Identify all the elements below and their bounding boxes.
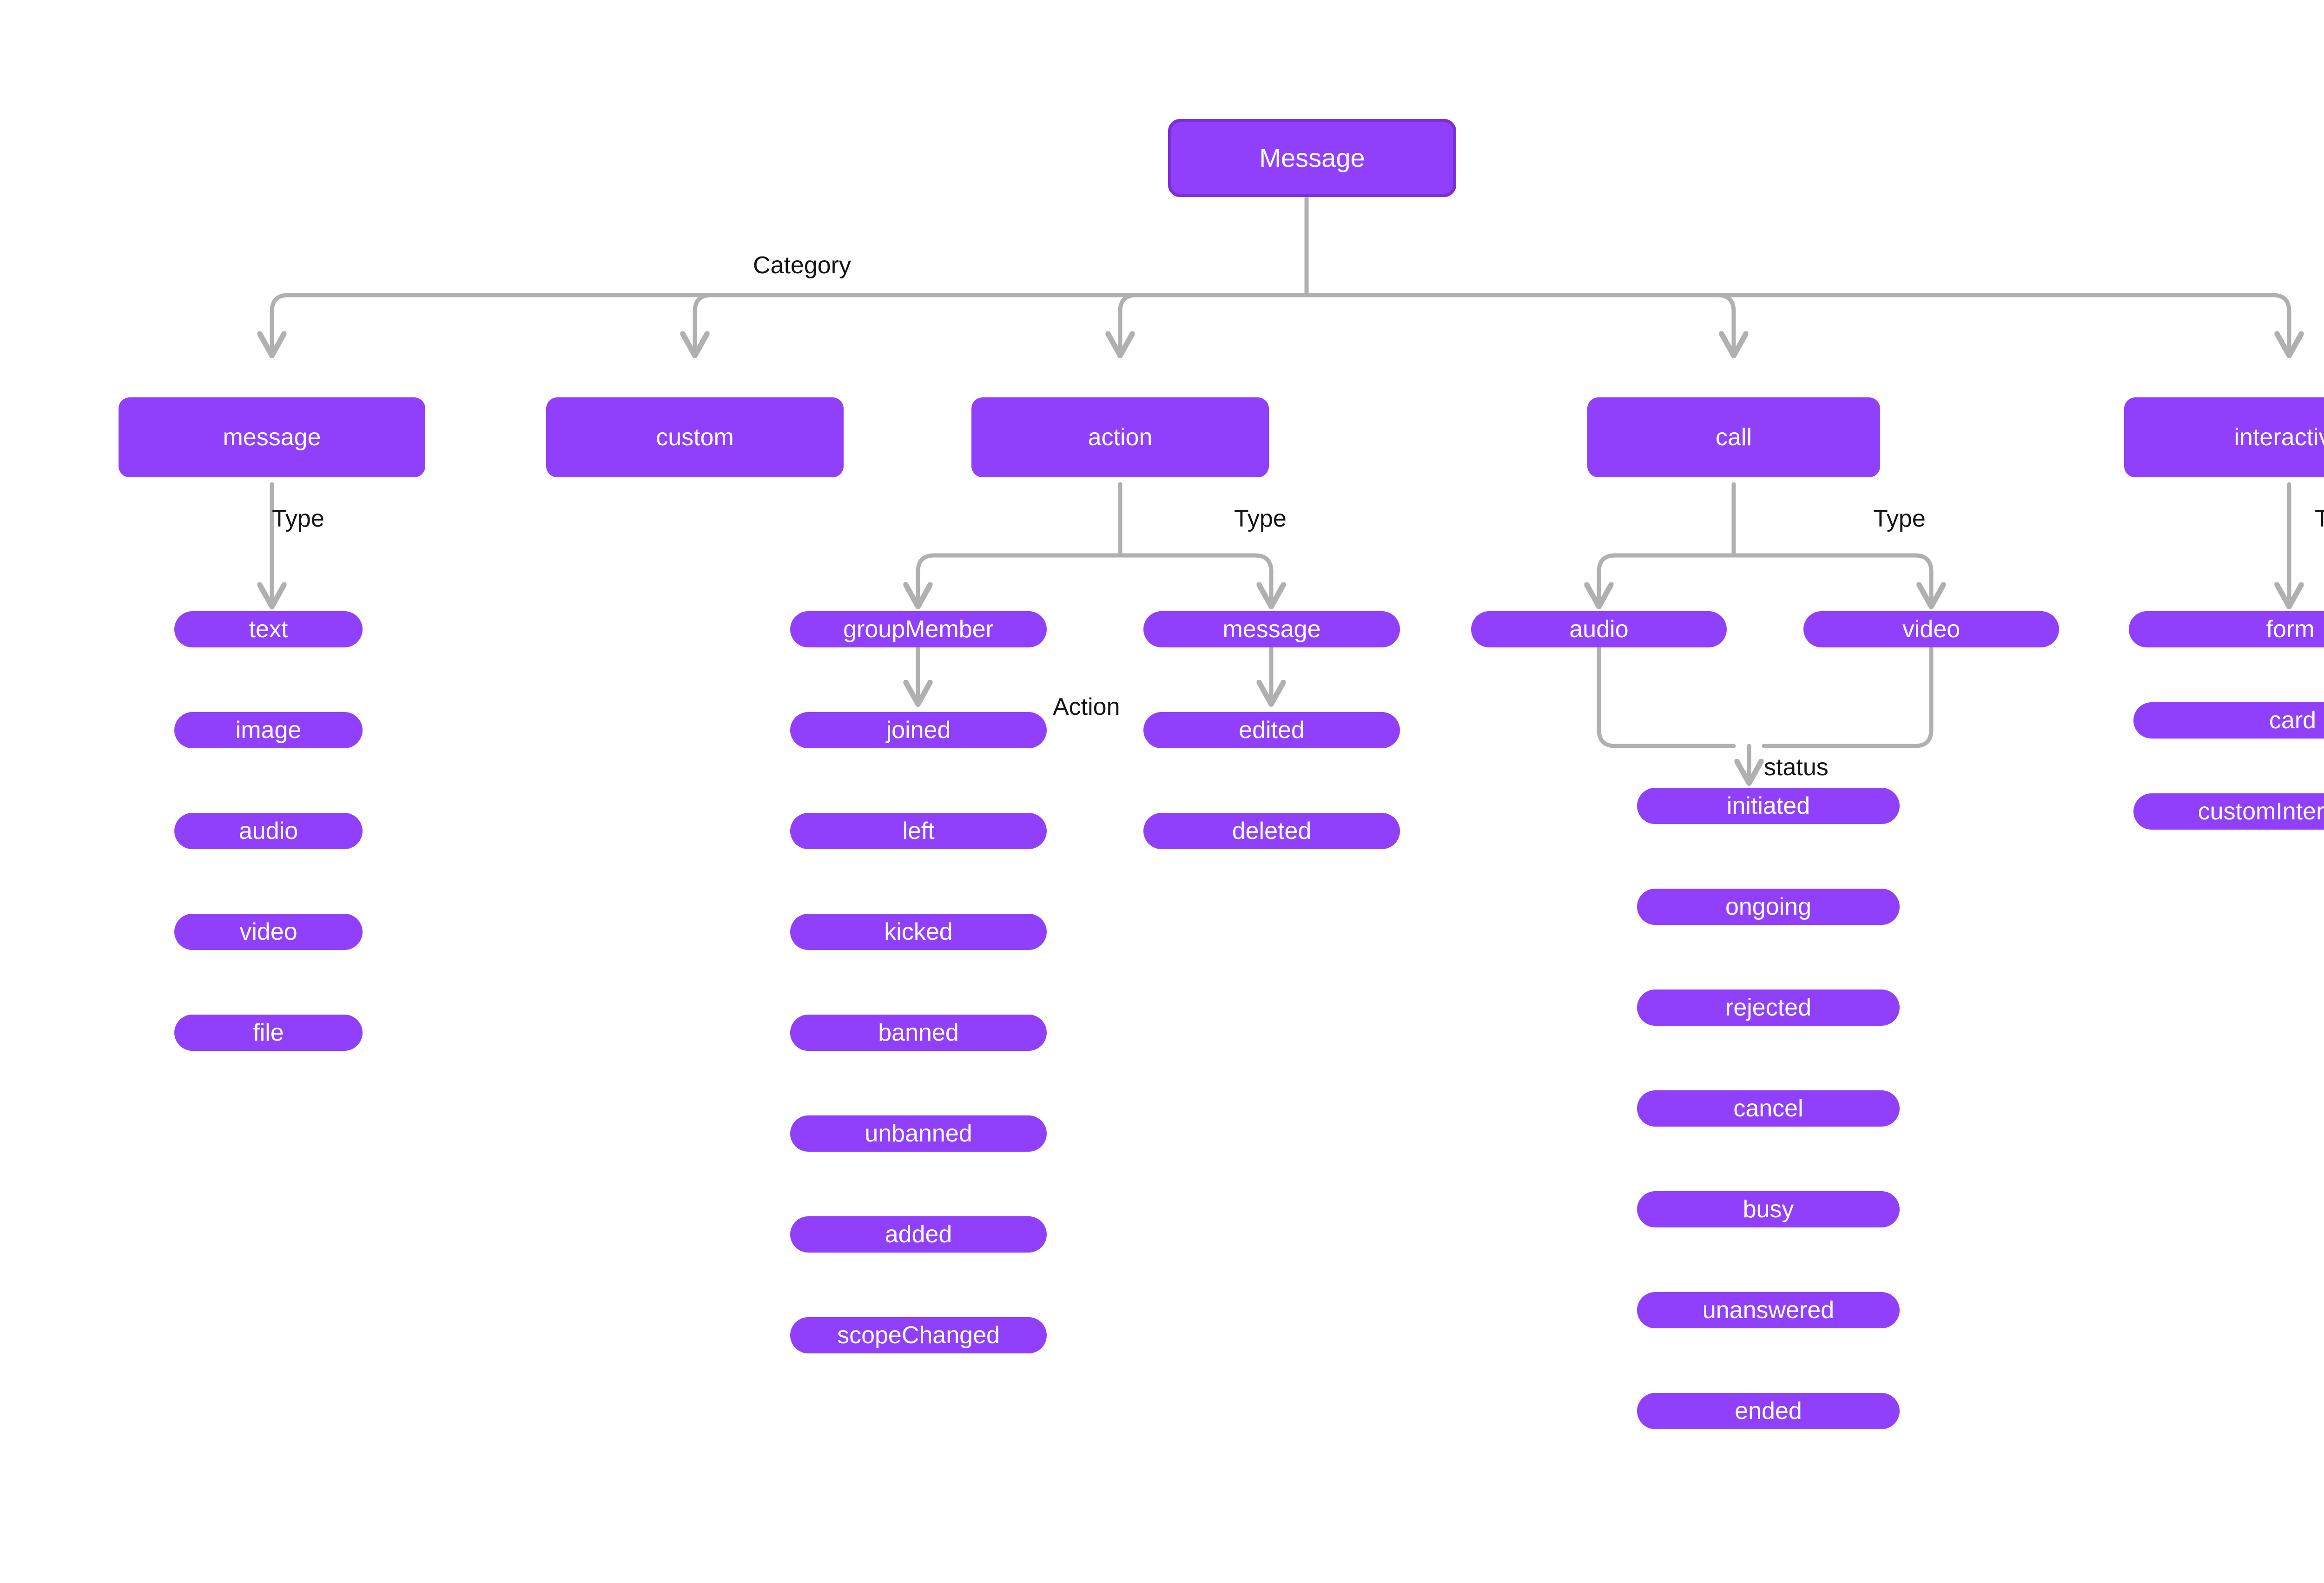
node-call-status-cancel[interactable]: cancel — [1637, 1090, 1900, 1127]
node-label: file — [253, 1019, 284, 1046]
node-interactive-type-form[interactable]: form — [2129, 611, 2324, 647]
node-label: text — [249, 616, 288, 643]
edge-category-message — [272, 293, 1309, 353]
node-label: busy — [1743, 1196, 1794, 1223]
node-message-type-image[interactable]: image — [174, 712, 363, 748]
edge-label-type-action: Type — [1234, 505, 1287, 532]
node-interactive-type-custominteractive[interactable]: customInteractive — [2133, 793, 2324, 830]
node-groupmember-action-scopechanged[interactable]: scopeChanged — [790, 1317, 1047, 1353]
node-message-root[interactable]: Message — [1168, 119, 1456, 197]
node-label: deleted — [1232, 818, 1312, 844]
node-label: audio — [1569, 616, 1629, 643]
node-label: banned — [878, 1019, 959, 1046]
node-label: message — [1222, 616, 1321, 643]
node-label: unbanned — [865, 1120, 972, 1147]
node-category-custom[interactable]: custom — [546, 397, 844, 477]
node-label: interactive — [2234, 424, 2324, 451]
node-category-message[interactable]: message — [119, 397, 425, 477]
node-label: ongoing — [1725, 893, 1812, 920]
node-label: rejected — [1725, 994, 1811, 1021]
node-label: custom — [656, 424, 734, 451]
edge-category-custom — [695, 293, 1309, 353]
node-label: edited — [1239, 717, 1305, 744]
node-groupmember-action-joined[interactable]: joined — [790, 712, 1047, 748]
node-label: call — [1715, 424, 1752, 451]
edge-label-type-call: Type — [1873, 505, 1926, 532]
node-label: joined — [886, 717, 951, 744]
node-groupmember-action-added[interactable]: added — [790, 1216, 1047, 1253]
node-interactive-type-card[interactable]: card — [2133, 702, 2324, 739]
edge-video-status — [1762, 645, 1934, 748]
node-label: kicked — [884, 918, 953, 945]
node-call-status-unanswered[interactable]: unanswered — [1637, 1292, 1900, 1328]
node-message-type-audio[interactable]: audio — [174, 813, 363, 849]
edge-label-category: Category — [753, 252, 851, 279]
node-action-type-groupmember[interactable]: groupMember — [790, 611, 1047, 647]
edge-audio-status — [1597, 645, 1736, 748]
node-message-type-video[interactable]: video — [174, 914, 363, 950]
node-message-type-file[interactable]: file — [174, 1015, 363, 1051]
node-label: ended — [1735, 1398, 1802, 1425]
node-label: added — [885, 1221, 952, 1248]
node-action-type-message[interactable]: message — [1143, 611, 1400, 647]
node-message-type-text[interactable]: text — [174, 611, 363, 647]
node-groupmember-action-left[interactable]: left — [790, 813, 1047, 849]
node-call-status-ended[interactable]: ended — [1637, 1393, 1900, 1429]
edge-label-type-message: Type — [272, 505, 324, 532]
node-label: image — [235, 717, 302, 744]
node-label: left — [902, 818, 935, 844]
node-call-type-audio[interactable]: audio — [1471, 611, 1727, 647]
edge-call-video — [1731, 553, 1931, 604]
node-label: unanswered — [1702, 1297, 1835, 1324]
edge-category-action — [1120, 293, 1309, 353]
node-label: initiated — [1726, 792, 1810, 819]
edge-action-message — [1118, 553, 1271, 604]
node-label: scopeChanged — [837, 1322, 1000, 1349]
node-category-action[interactable]: action — [971, 397, 1269, 477]
node-message-action-deleted[interactable]: deleted — [1143, 813, 1400, 849]
edge-label-status: status — [1764, 754, 1829, 781]
node-label: audio — [238, 818, 298, 844]
node-call-type-video[interactable]: video — [1803, 611, 2059, 647]
node-label: form — [2266, 616, 2315, 643]
node-call-status-rejected[interactable]: rejected — [1637, 989, 1900, 1026]
node-groupmember-action-banned[interactable]: banned — [790, 1015, 1047, 1051]
node-label: Message — [1259, 143, 1365, 172]
node-label: message — [223, 424, 321, 451]
node-call-status-busy[interactable]: busy — [1637, 1191, 1900, 1227]
node-label: video — [239, 918, 297, 945]
edge-label-type-interactive: Type — [2315, 505, 2324, 532]
node-call-status-ongoing[interactable]: ongoing — [1637, 889, 1900, 925]
edge-category-interactive — [1304, 293, 2289, 353]
node-category-interactive[interactable]: interactive — [2124, 397, 2324, 477]
node-groupmember-action-kicked[interactable]: kicked — [790, 914, 1047, 950]
edge-call-audio — [1599, 553, 1736, 604]
node-label: customInteractive — [2198, 798, 2324, 825]
node-label: video — [1902, 616, 1961, 643]
edge-action-groupmember — [918, 553, 1122, 604]
edge-label-action: Action — [1053, 693, 1120, 720]
node-category-call[interactable]: call — [1587, 397, 1880, 477]
edge-category-call — [1304, 293, 1734, 353]
node-label: card — [2269, 707, 2317, 734]
node-call-status-initiated[interactable]: initiated — [1637, 788, 1900, 824]
node-message-action-edited[interactable]: edited — [1143, 712, 1400, 748]
node-label: groupMember — [843, 616, 994, 643]
node-groupmember-action-unbanned[interactable]: unbanned — [790, 1115, 1047, 1152]
node-label: action — [1088, 424, 1153, 451]
node-label: cancel — [1733, 1095, 1803, 1122]
